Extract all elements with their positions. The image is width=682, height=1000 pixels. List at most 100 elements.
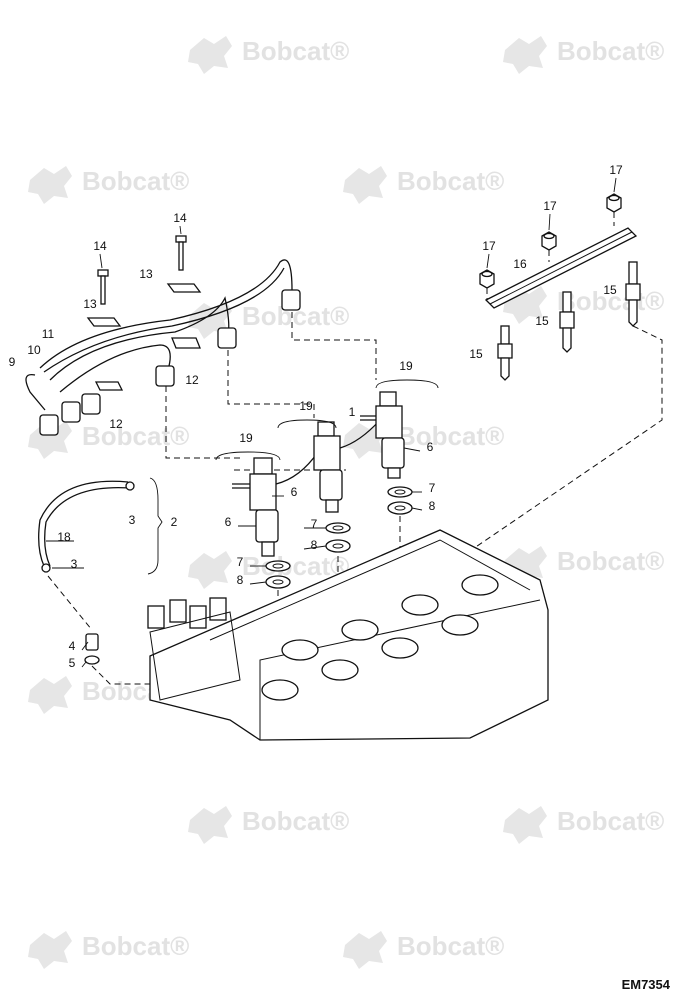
callout-12: 12 xyxy=(185,373,199,387)
glow-plug-assembly xyxy=(309,193,663,661)
injector-left xyxy=(232,451,319,557)
cylinder-head xyxy=(147,529,549,741)
callout-7: 7 xyxy=(237,555,244,569)
callout-7: 7 xyxy=(311,517,318,531)
bobcat-watermark: Bobcat® xyxy=(343,931,504,969)
callout-3: 3 xyxy=(71,557,78,571)
callout-bracket xyxy=(277,419,337,429)
pipe-nut-1 xyxy=(281,289,301,311)
watermark-text: Bobcat® xyxy=(82,166,189,196)
callout-5: 5 xyxy=(69,656,76,670)
clamp-13-left xyxy=(86,317,122,327)
leader-line xyxy=(411,507,423,511)
pipe-nut-5 xyxy=(61,401,81,423)
bobcat-logo-icon xyxy=(188,806,232,844)
bobcat-logo-icon xyxy=(343,166,387,204)
watermark-text: Bobcat® xyxy=(397,166,504,196)
bobcat-watermark: Bobcat® xyxy=(188,551,349,589)
bobcat-watermark: Bobcat® xyxy=(188,36,349,74)
callout-15: 15 xyxy=(469,347,483,361)
callout-7: 7 xyxy=(429,481,436,495)
bobcat-logo-icon xyxy=(28,421,72,459)
bobcat-logo-icon xyxy=(28,931,72,969)
leader-line xyxy=(179,225,182,235)
callout-15: 15 xyxy=(603,283,617,297)
nut-17-middle xyxy=(541,231,557,251)
leader-line xyxy=(81,641,89,651)
callout-16: 16 xyxy=(513,257,527,271)
washers-and-seals xyxy=(265,486,413,630)
bobcat-watermark: Bobcat® xyxy=(28,166,189,204)
bobcat-watermark: Bobcat® xyxy=(343,166,504,204)
cylinder-port xyxy=(321,659,359,681)
watermark-text: Bobcat® xyxy=(557,806,664,836)
callout-11: 11 xyxy=(42,327,55,341)
bobcat-watermark: Bobcat® xyxy=(188,301,349,339)
watermark-text: Bobcat® xyxy=(557,546,664,576)
cylinder-port xyxy=(261,679,299,701)
injector-right xyxy=(360,391,405,479)
drawing-id-label: EM7354 xyxy=(621,977,670,992)
leader-line xyxy=(303,545,327,550)
glow-plug-left xyxy=(497,325,513,381)
leader-line xyxy=(486,253,490,269)
leak-off-hose xyxy=(38,477,262,685)
callout-13: 13 xyxy=(83,297,97,311)
hose-clamp-upper xyxy=(125,481,135,491)
pipe-nut-2 xyxy=(217,327,237,349)
callout-19: 19 xyxy=(399,359,413,373)
callout-18: 18 xyxy=(57,530,71,544)
pump-fittings xyxy=(147,597,241,701)
leader-line xyxy=(403,447,421,452)
callout-8: 8 xyxy=(311,538,318,552)
callout-6: 6 xyxy=(291,485,298,499)
watermark-text: Bobcat® xyxy=(82,421,189,451)
callout-19: 19 xyxy=(299,399,313,413)
pipe-nut-6 xyxy=(81,393,101,415)
callout-6: 6 xyxy=(225,515,232,529)
callout-bracket xyxy=(215,451,281,461)
nut-17-right xyxy=(606,193,622,213)
watermark-text: Bobcat® xyxy=(557,286,664,316)
pipe-nut-3 xyxy=(155,365,175,387)
glow-plug-middle xyxy=(559,291,575,353)
bobcat-logo-icon xyxy=(503,806,547,844)
clamp-12-right xyxy=(171,337,201,349)
callout-17: 17 xyxy=(482,239,496,253)
callout-3: 3 xyxy=(129,513,136,527)
cylinder-port xyxy=(381,637,419,659)
callout-17: 17 xyxy=(609,163,623,177)
callout-19: 19 xyxy=(239,431,253,445)
bobcat-watermark: Bobcat® xyxy=(28,421,189,459)
bobcat-watermark: Bobcat® xyxy=(188,806,349,844)
injection-pipe-assembly xyxy=(25,235,377,471)
clamp-13-right xyxy=(166,283,202,293)
watermark-text: Bobcat® xyxy=(397,931,504,961)
bobcat-watermark: Bobcat® xyxy=(503,36,664,74)
bobcat-watermark: Bobcat® xyxy=(28,931,189,969)
callout-14: 14 xyxy=(173,211,187,225)
bobcat-logo-icon xyxy=(188,36,232,74)
leader-line xyxy=(613,177,617,193)
callout-12: 12 xyxy=(109,417,123,431)
cylinder-port xyxy=(441,614,479,636)
watermark-layer: Bobcat® Bobcat® Bobcat® Bobcat® Bobcat® Bobca… xyxy=(28,36,664,969)
injector-middle xyxy=(313,419,381,513)
watermark-text: Bobcat® xyxy=(557,36,664,66)
callout-6: 6 xyxy=(427,440,434,454)
callout-1: 1 xyxy=(349,405,356,419)
callout-8: 8 xyxy=(237,573,244,587)
callout-9: 9 xyxy=(9,355,16,369)
glow-plug-right xyxy=(625,261,641,327)
callout-bracket xyxy=(375,379,439,389)
watermark-text: Bobcat® xyxy=(242,36,349,66)
callout-14: 14 xyxy=(93,239,107,253)
callout-2: 2 xyxy=(171,515,178,529)
leader-line xyxy=(81,661,87,668)
cylinder-port xyxy=(281,639,319,661)
leader-line xyxy=(99,253,103,269)
callout-8: 8 xyxy=(429,499,436,513)
callout-17: 17 xyxy=(543,199,557,213)
